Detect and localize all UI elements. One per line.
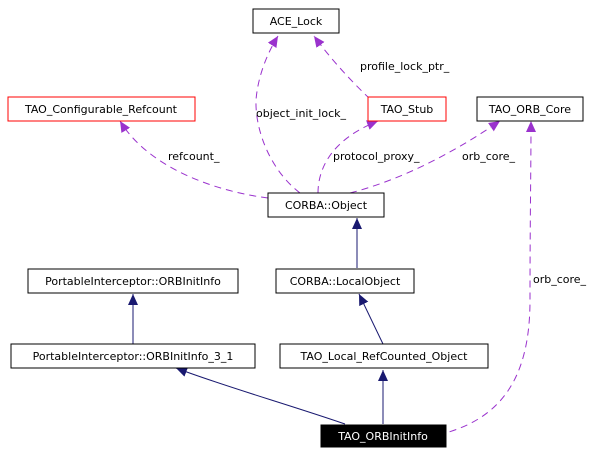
node-pi-orbinitinfo-label: PortableInterceptor::ORBInitInfo	[45, 275, 221, 288]
label-orb-core-object: orb_core_	[462, 150, 516, 163]
node-ace-lock[interactable]: ACE_Lock	[252, 8, 340, 34]
label-refcount: refcount_	[168, 150, 220, 163]
edge-orb-core-info	[437, 120, 536, 436]
edge-orb-core-object	[349, 120, 501, 194]
edge-refcounted-localobject	[358, 293, 384, 345]
edge-protocol-proxy	[317, 120, 379, 194]
label-object-init-lock: object_init_lock_	[256, 107, 346, 120]
edge-profile-lock-ptr	[313, 35, 371, 100]
node-corba-object[interactable]: CORBA::Object	[267, 192, 385, 218]
node-tao-orb-core[interactable]: TAO_ORB_Core	[476, 96, 584, 122]
node-tao-stub-label: TAO_Stub	[380, 103, 434, 116]
usage-edges	[119, 35, 536, 436]
inheritance-edges	[128, 218, 388, 425]
node-tao-configurable-refcount-label: TAO_Configurable_Refcount	[24, 103, 178, 116]
node-tao-local-refcounted-object[interactable]: TAO_Local_RefCounted_Object	[279, 343, 489, 369]
edge-labels: profile_lock_ptr_ object_init_lock_ refc…	[168, 60, 587, 286]
node-corba-object-label: CORBA::Object	[285, 199, 368, 212]
node-tao-local-refcounted-object-label: TAO_Local_RefCounted_Object	[300, 350, 469, 363]
node-tao-orbinitinfo-label: TAO_ORBInitInfo	[337, 430, 428, 443]
node-pi-orbinitinfo[interactable]: PortableInterceptor::ORBInitInfo	[27, 268, 239, 294]
node-ace-lock-label: ACE_Lock	[270, 15, 323, 28]
node-corba-localobject-label: CORBA::LocalObject	[290, 275, 401, 288]
node-tao-orb-core-label: TAO_ORB_Core	[488, 103, 571, 116]
node-tao-stub[interactable]: TAO_Stub	[367, 96, 447, 122]
edge-orbinitinfo-pi31	[175, 367, 346, 425]
label-orb-core-info: orb_core_	[533, 273, 587, 286]
node-corba-localobject[interactable]: CORBA::LocalObject	[275, 268, 415, 294]
label-profile-lock-ptr: profile_lock_ptr_	[360, 60, 450, 73]
node-tao-configurable-refcount[interactable]: TAO_Configurable_Refcount	[7, 96, 196, 122]
edge-object-init-lock	[255, 35, 301, 194]
node-tao-orbinitinfo[interactable]: TAO_ORBInitInfo	[320, 424, 447, 448]
label-protocol-proxy: protocol_proxy_	[333, 150, 420, 163]
edge-refcount	[119, 120, 269, 199]
node-pi-orbinitinfo-3-1-label: PortableInterceptor::ORBInitInfo_3_1	[33, 350, 234, 363]
node-pi-orbinitinfo-3-1[interactable]: PortableInterceptor::ORBInitInfo_3_1	[10, 343, 256, 369]
